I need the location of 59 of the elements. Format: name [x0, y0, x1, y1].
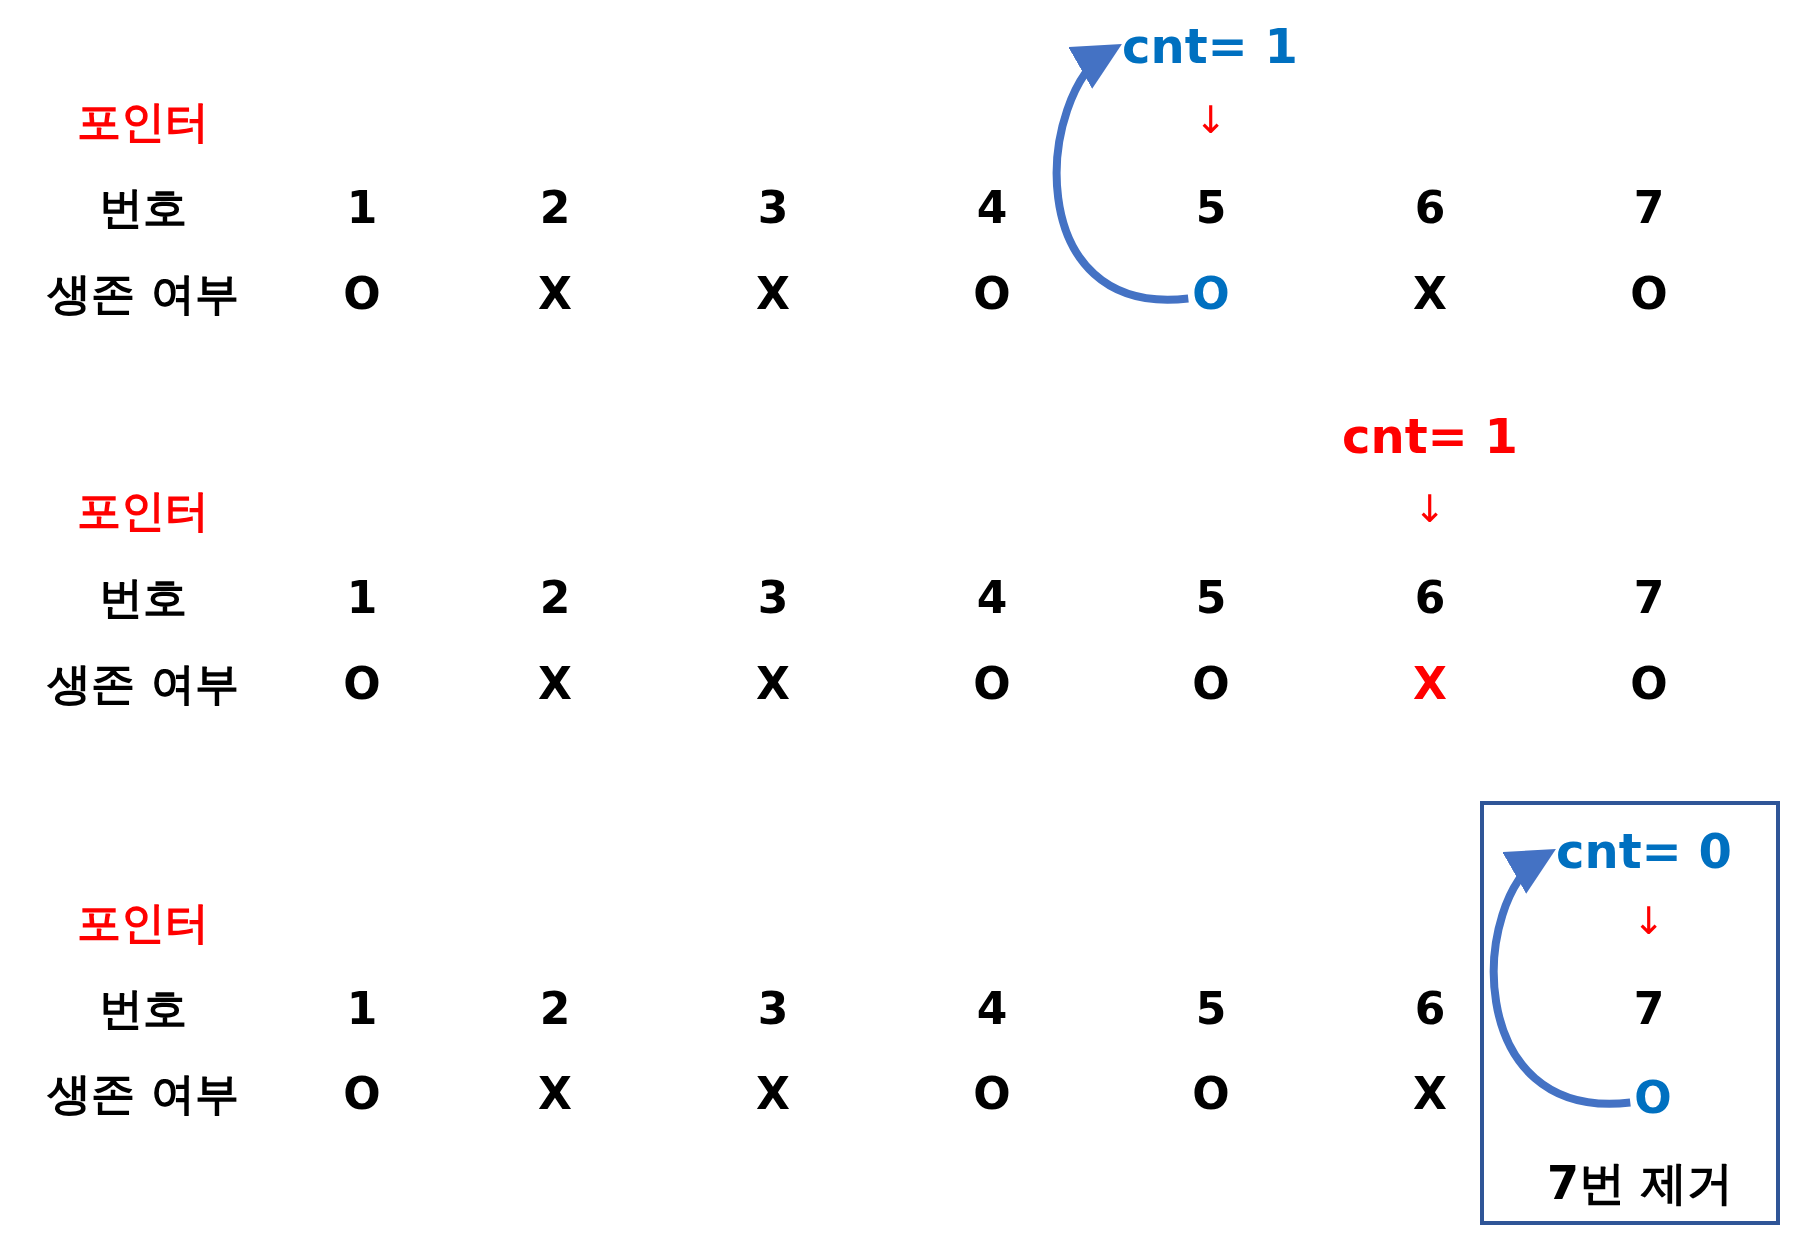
table-text: O	[973, 656, 1011, 711]
table-text: 1	[346, 180, 378, 235]
table-text: X	[538, 656, 572, 711]
table-text: 2	[539, 180, 571, 235]
highlight-box	[1480, 801, 1780, 1225]
status-mark: O	[1634, 1069, 1672, 1125]
table-text: 번호	[99, 180, 187, 235]
table-text: 3	[757, 981, 789, 1036]
status-mark: O	[1192, 265, 1230, 321]
table-text: X	[756, 656, 790, 711]
table-text: 1	[346, 570, 378, 625]
table-text: 2	[539, 981, 571, 1036]
table-text: 5	[1195, 981, 1227, 1036]
table-text: 생존 여부	[47, 656, 239, 711]
table-text: O	[343, 656, 381, 711]
table-text: X	[1413, 1066, 1447, 1121]
highlight-text: 포인터	[77, 895, 209, 950]
table-text: X	[756, 266, 790, 321]
table-text: X	[538, 1066, 572, 1121]
table-text: 번호	[99, 981, 187, 1036]
table-text: 4	[976, 981, 1008, 1036]
table-text: 2	[539, 570, 571, 625]
table-text: 생존 여부	[47, 266, 239, 321]
table-text: 7	[1633, 570, 1665, 625]
counter-text: cnt= 1	[1122, 16, 1298, 76]
pointer-arrow-glyph: ↓	[1414, 486, 1446, 534]
pointer-arrow-glyph: ↓	[1633, 898, 1665, 946]
table-text: X	[756, 1066, 790, 1121]
counter-text: cnt= 1	[1342, 407, 1518, 466]
table-text: O	[343, 266, 381, 321]
table-text: 7	[1633, 981, 1665, 1036]
table-text: O	[343, 1066, 381, 1121]
table-text: O	[1630, 656, 1668, 711]
table-text: 3	[757, 180, 789, 235]
pointer-arrow-glyph: ↓	[1195, 97, 1227, 145]
table-text: 1	[346, 981, 378, 1036]
table-text: O	[1192, 1066, 1230, 1121]
table-text: 생존 여부	[47, 1066, 239, 1121]
table-text: 6	[1414, 981, 1446, 1036]
table-text: 4	[976, 180, 1008, 235]
table-text: 7	[1633, 180, 1665, 235]
table-text: X	[538, 266, 572, 321]
table-text: X	[1413, 266, 1447, 321]
highlight-text: 포인터	[77, 483, 209, 538]
highlight-text: 포인터	[77, 94, 209, 149]
table-text: 6	[1414, 570, 1446, 625]
table-text: O	[1192, 656, 1230, 711]
table-text: 4	[976, 570, 1008, 625]
table-text: 5	[1195, 180, 1227, 235]
table-text: O	[973, 1066, 1011, 1121]
table-text: 3	[757, 570, 789, 625]
table-text: O	[1630, 266, 1668, 321]
highlight-text: X	[1413, 656, 1447, 711]
table-text: 6	[1414, 180, 1446, 235]
table-text: O	[973, 266, 1011, 321]
removal-note: 7번 제거	[1547, 1154, 1733, 1212]
counter-text: cnt= 0	[1556, 821, 1732, 881]
table-text: 5	[1195, 570, 1227, 625]
table-text: 번호	[99, 570, 187, 625]
